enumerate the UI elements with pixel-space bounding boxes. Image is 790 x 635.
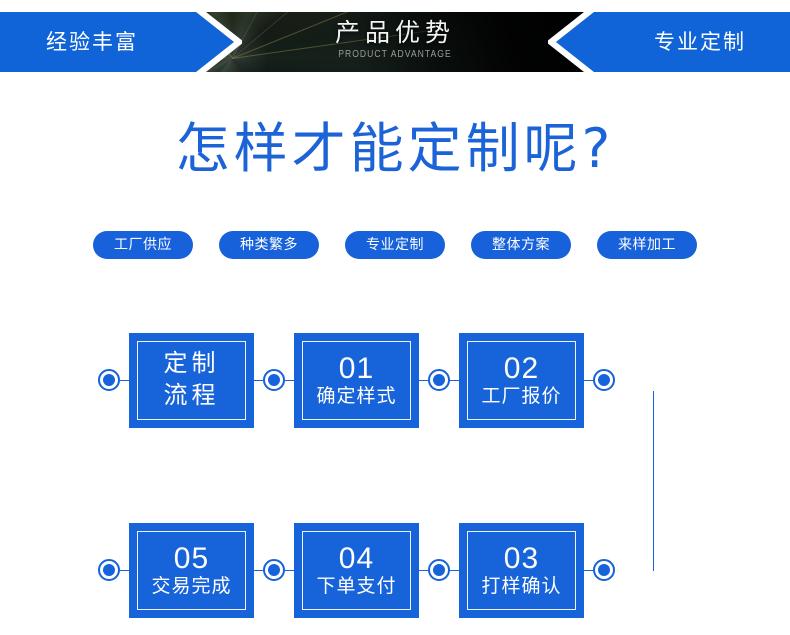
umbrella-photo-background (140, 12, 590, 72)
flow-connector-line (285, 569, 294, 571)
flow-connector-line (584, 569, 593, 571)
flow-node-step-04[interactable]: 04 下单支付 (294, 522, 419, 618)
flow-connector-dot-corner-top (593, 369, 615, 391)
flow-node-step-01[interactable]: 01 确定样式 (294, 332, 419, 428)
chevron-right-separator-icon (196, 12, 242, 72)
page-title: 怎样才能定制呢? (175, 117, 615, 180)
node-inner-border (467, 530, 576, 610)
flow-connector-dot (98, 369, 120, 391)
flow-connector-line (450, 379, 459, 381)
banner-center-block: 产品优势 PRODUCT ADVANTAGE (234, 12, 556, 72)
flow-connector-dot (263, 369, 285, 391)
flow-node-label: 打样确认 (481, 575, 562, 598)
banner-left-label: 经验丰富 (46, 30, 138, 54)
flow-node-label: 工厂报价 (481, 385, 562, 408)
flow-connector-line (419, 379, 428, 381)
node-inner-border (302, 340, 411, 420)
node-inner-border (467, 340, 576, 420)
flow-connector-dot (428, 559, 450, 581)
chevron-left-separator-icon (548, 12, 594, 72)
node-inner-border (137, 530, 246, 610)
flow-connector-dot (263, 559, 285, 581)
feature-pill[interactable]: 工厂供应 (93, 231, 193, 259)
flow-node-number: 03 (503, 541, 540, 575)
banner-title: 产品优势 (334, 18, 455, 47)
flow-node-custom-process[interactable]: 定制 流程 (129, 332, 254, 428)
node-inner-border (137, 340, 246, 420)
flow-node-number: 02 (503, 351, 540, 385)
flow-connector-line (120, 569, 129, 571)
node-inner-border (302, 530, 411, 610)
banner-right-panel: 专业定制 (556, 12, 790, 72)
flow-connector-vertical-line (653, 391, 654, 571)
flow-connector-dot (428, 369, 450, 391)
flow-node-step-05[interactable]: 05 交易完成 (129, 522, 254, 618)
banner-right-label: 专业定制 (654, 30, 746, 54)
flow-connector-line (285, 379, 294, 381)
flow-node-label: 交易完成 (151, 575, 232, 598)
flow-connector-line (450, 569, 459, 571)
flow-row-bottom: 05 交易完成 04 下单支付 03 打样确认 (0, 522, 790, 618)
flow-node-step-02[interactable]: 02 工厂报价 (459, 332, 584, 428)
flow-connector-line (419, 569, 428, 571)
feature-pill[interactable]: 来样加工 (597, 231, 697, 259)
feature-pill-row: 工厂供应 种类繁多 专业定制 整体方案 来样加工 (0, 231, 790, 259)
flow-connector-dot (98, 559, 120, 581)
banner-subtitle: PRODUCT ADVANTAGE (338, 49, 452, 60)
flow-connector-line (120, 379, 129, 381)
flow-connector-line (254, 569, 263, 571)
flow-connector-dot-corner-bottom (593, 559, 615, 581)
flow-connector-line (254, 379, 263, 381)
flow-node-step-03[interactable]: 03 打样确认 (459, 522, 584, 618)
flow-node-title-line2: 流程 (163, 381, 220, 409)
feature-pill[interactable]: 种类繁多 (219, 231, 319, 259)
flow-node-title-line1: 定制 (163, 349, 220, 378)
feature-pill[interactable]: 专业定制 (345, 231, 445, 259)
flow-row-top: 定制 流程 01 确定样式 02 工厂报价 (0, 332, 790, 428)
banner-left-panel: 经验丰富 (0, 12, 234, 72)
flow-node-number: 01 (338, 351, 375, 385)
flow-node-label: 下单支付 (316, 575, 397, 598)
product-advantage-banner: 经验丰富 产品优势 PRODUCT ADVANTAGE 专业定制 (0, 12, 790, 72)
feature-pill[interactable]: 整体方案 (471, 231, 571, 259)
flow-node-number: 05 (173, 541, 210, 575)
flow-node-number: 04 (338, 541, 375, 575)
flow-node-label: 确定样式 (316, 385, 397, 408)
flow-connector-line (584, 379, 593, 381)
